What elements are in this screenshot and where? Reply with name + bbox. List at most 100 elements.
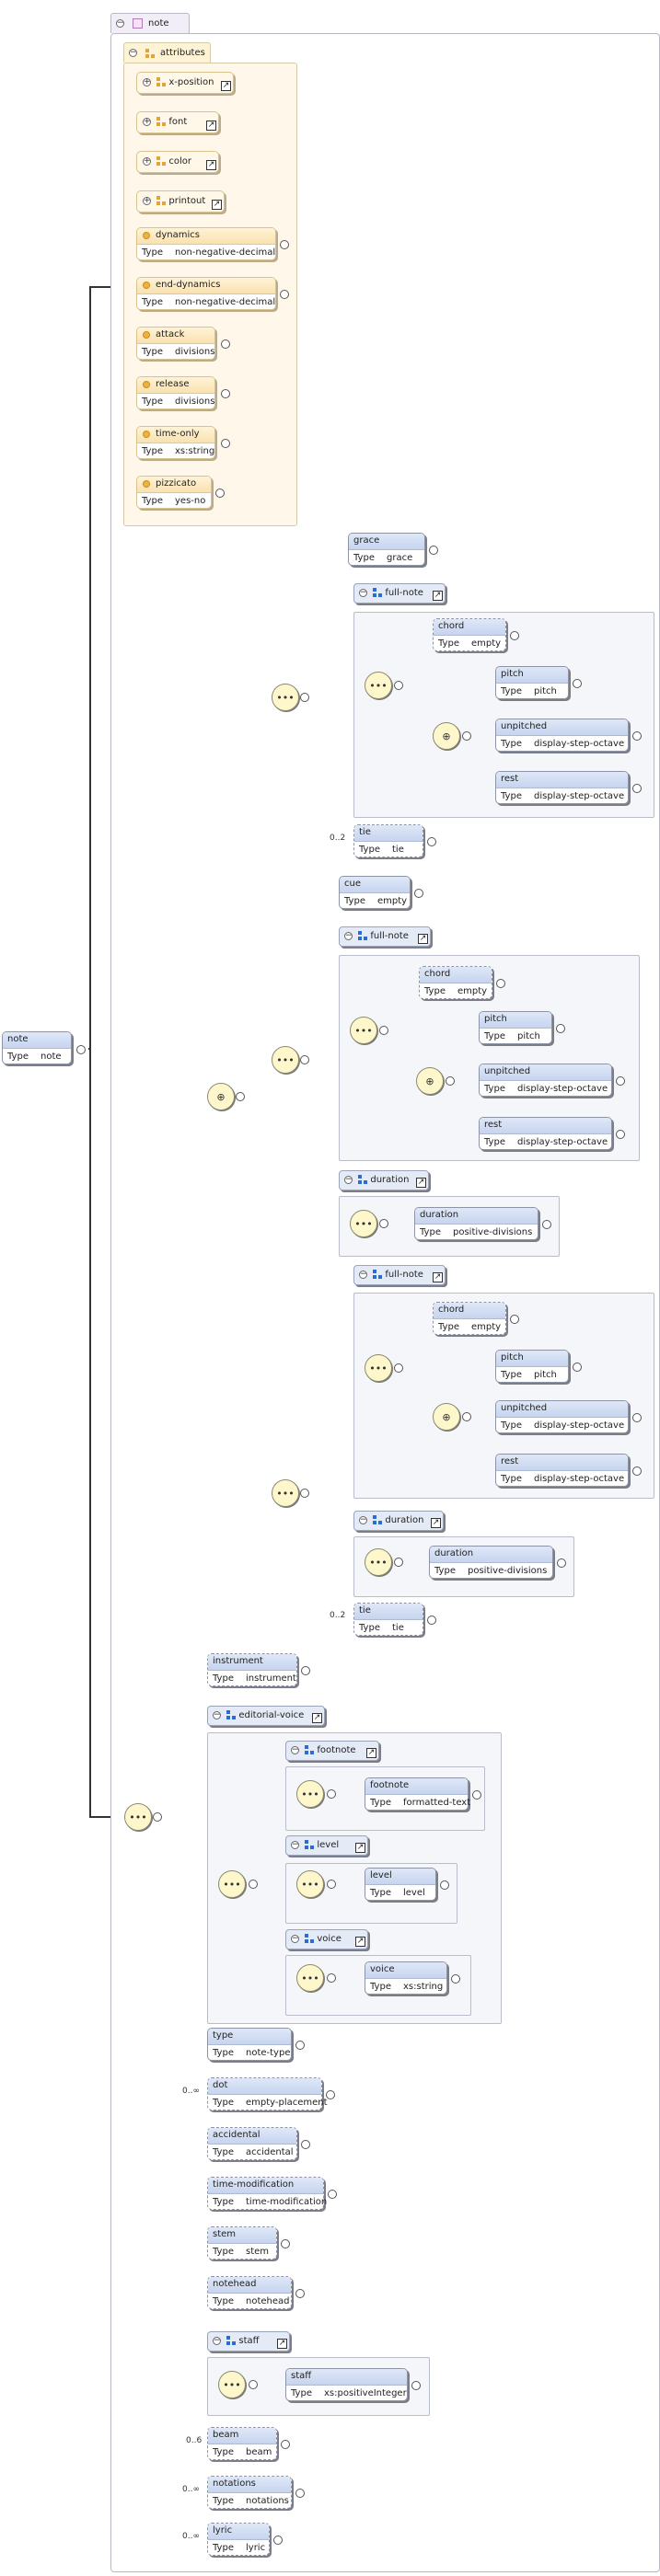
- expand-icon[interactable]: +: [143, 195, 151, 205]
- expand-icon[interactable]: [301, 2140, 310, 2149]
- expand-icon[interactable]: [300, 1489, 309, 1498]
- duration-group-title[interactable]: − duration↗: [339, 1170, 429, 1190]
- collapse-icon[interactable]: −: [213, 2335, 221, 2345]
- expand-icon[interactable]: [379, 1219, 388, 1228]
- expand-icon[interactable]: [542, 1220, 551, 1229]
- expand-icon[interactable]: [632, 1466, 642, 1476]
- expand-icon[interactable]: [280, 290, 289, 299]
- attributes-tab[interactable]: − attributes: [123, 42, 211, 63]
- sequence-compositor[interactable]: •••: [350, 1017, 377, 1044]
- expand-icon[interactable]: [394, 1363, 403, 1373]
- link-arrow-icon[interactable]: ↗: [433, 1272, 443, 1282]
- link-arrow-icon[interactable]: ↗: [212, 200, 222, 210]
- sequence-compositor[interactable]: •••: [272, 684, 299, 711]
- expand-icon[interactable]: [394, 681, 403, 690]
- full-note-group-title[interactable]: − full-note↗: [353, 583, 446, 604]
- expand-icon[interactable]: [326, 2090, 335, 2099]
- sequence-compositor[interactable]: •••: [365, 1354, 392, 1382]
- link-arrow-icon[interactable]: ↗: [206, 160, 216, 170]
- collapse-icon[interactable]: −: [291, 1839, 299, 1849]
- collapse-icon[interactable]: −: [344, 930, 353, 940]
- expand-icon[interactable]: [446, 1076, 455, 1086]
- expand-icon[interactable]: [295, 2041, 305, 2050]
- link-arrow-icon[interactable]: ↗: [355, 1843, 365, 1853]
- sequence-compositor[interactable]: •••: [296, 1870, 324, 1898]
- expand-icon[interactable]: +: [143, 155, 151, 166]
- expand-icon[interactable]: [462, 731, 471, 741]
- sequence-compositor[interactable]: •••: [272, 1046, 299, 1074]
- footnote-group-title[interactable]: − footnote↗: [285, 1741, 379, 1761]
- link-arrow-icon[interactable]: ↗: [221, 81, 231, 91]
- expand-icon[interactable]: [510, 631, 519, 640]
- expand-icon[interactable]: [632, 731, 642, 741]
- choice-compositor[interactable]: ⊕: [433, 722, 460, 750]
- link-arrow-icon[interactable]: ↗: [206, 121, 216, 131]
- expand-icon[interactable]: [300, 1055, 309, 1064]
- expand-icon[interactable]: [573, 1363, 582, 1372]
- expand-icon[interactable]: [632, 1413, 642, 1422]
- expand-icon[interactable]: [411, 2381, 421, 2390]
- collapse-icon[interactable]: −: [291, 1744, 299, 1754]
- link-arrow-icon[interactable]: ↗: [416, 1178, 426, 1188]
- expand-icon[interactable]: [221, 389, 230, 398]
- expand-icon[interactable]: [280, 240, 289, 249]
- collapse-icon[interactable]: −: [359, 587, 367, 597]
- expand-icon[interactable]: [616, 1130, 625, 1139]
- sequence-compositor[interactable]: •••: [365, 1548, 392, 1576]
- expand-icon[interactable]: [236, 1092, 245, 1101]
- duration-group-title[interactable]: − duration↗: [353, 1511, 444, 1531]
- sequence-compositor[interactable]: •••: [218, 1870, 246, 1898]
- expand-icon[interactable]: [295, 2489, 305, 2498]
- expand-icon[interactable]: [215, 489, 225, 498]
- sequence-compositor[interactable]: •••: [350, 1210, 377, 1237]
- collapse-icon[interactable]: −: [344, 1174, 353, 1184]
- collapse-icon[interactable]: −: [359, 1514, 367, 1524]
- expand-icon[interactable]: [496, 979, 505, 988]
- expand-icon[interactable]: [281, 2239, 290, 2248]
- collapse-icon[interactable]: −: [213, 1709, 221, 1719]
- collapse-icon[interactable]: −: [129, 48, 137, 57]
- link-arrow-icon[interactable]: ↗: [355, 1937, 365, 1947]
- attribute-group-ref[interactable]: + color↗: [136, 151, 219, 173]
- expand-icon[interactable]: [301, 1666, 310, 1675]
- expand-icon[interactable]: [427, 1616, 436, 1625]
- sequence-compositor[interactable]: •••: [124, 1803, 152, 1831]
- expand-icon[interactable]: [249, 1880, 258, 1889]
- full-note-group-title[interactable]: − full-note↗: [339, 926, 431, 947]
- expand-icon[interactable]: [427, 837, 436, 846]
- link-arrow-icon[interactable]: ↗: [418, 934, 428, 944]
- expand-icon[interactable]: [510, 1315, 519, 1324]
- expand-icon[interactable]: [327, 1789, 336, 1799]
- expand-icon[interactable]: [327, 1973, 336, 1983]
- expand-icon[interactable]: [221, 339, 230, 349]
- choice-compositor[interactable]: ⊕: [433, 1403, 460, 1431]
- full-note-group-title[interactable]: − full-note↗: [353, 1265, 446, 1285]
- collapse-icon[interactable]: −: [359, 1269, 367, 1279]
- expand-icon[interactable]: [573, 679, 582, 688]
- expand-icon[interactable]: [153, 1812, 162, 1822]
- expand-icon[interactable]: [556, 1024, 565, 1033]
- expand-icon[interactable]: +: [143, 116, 151, 126]
- link-arrow-icon[interactable]: ↗: [312, 1713, 322, 1723]
- expand-icon[interactable]: [273, 2536, 283, 2545]
